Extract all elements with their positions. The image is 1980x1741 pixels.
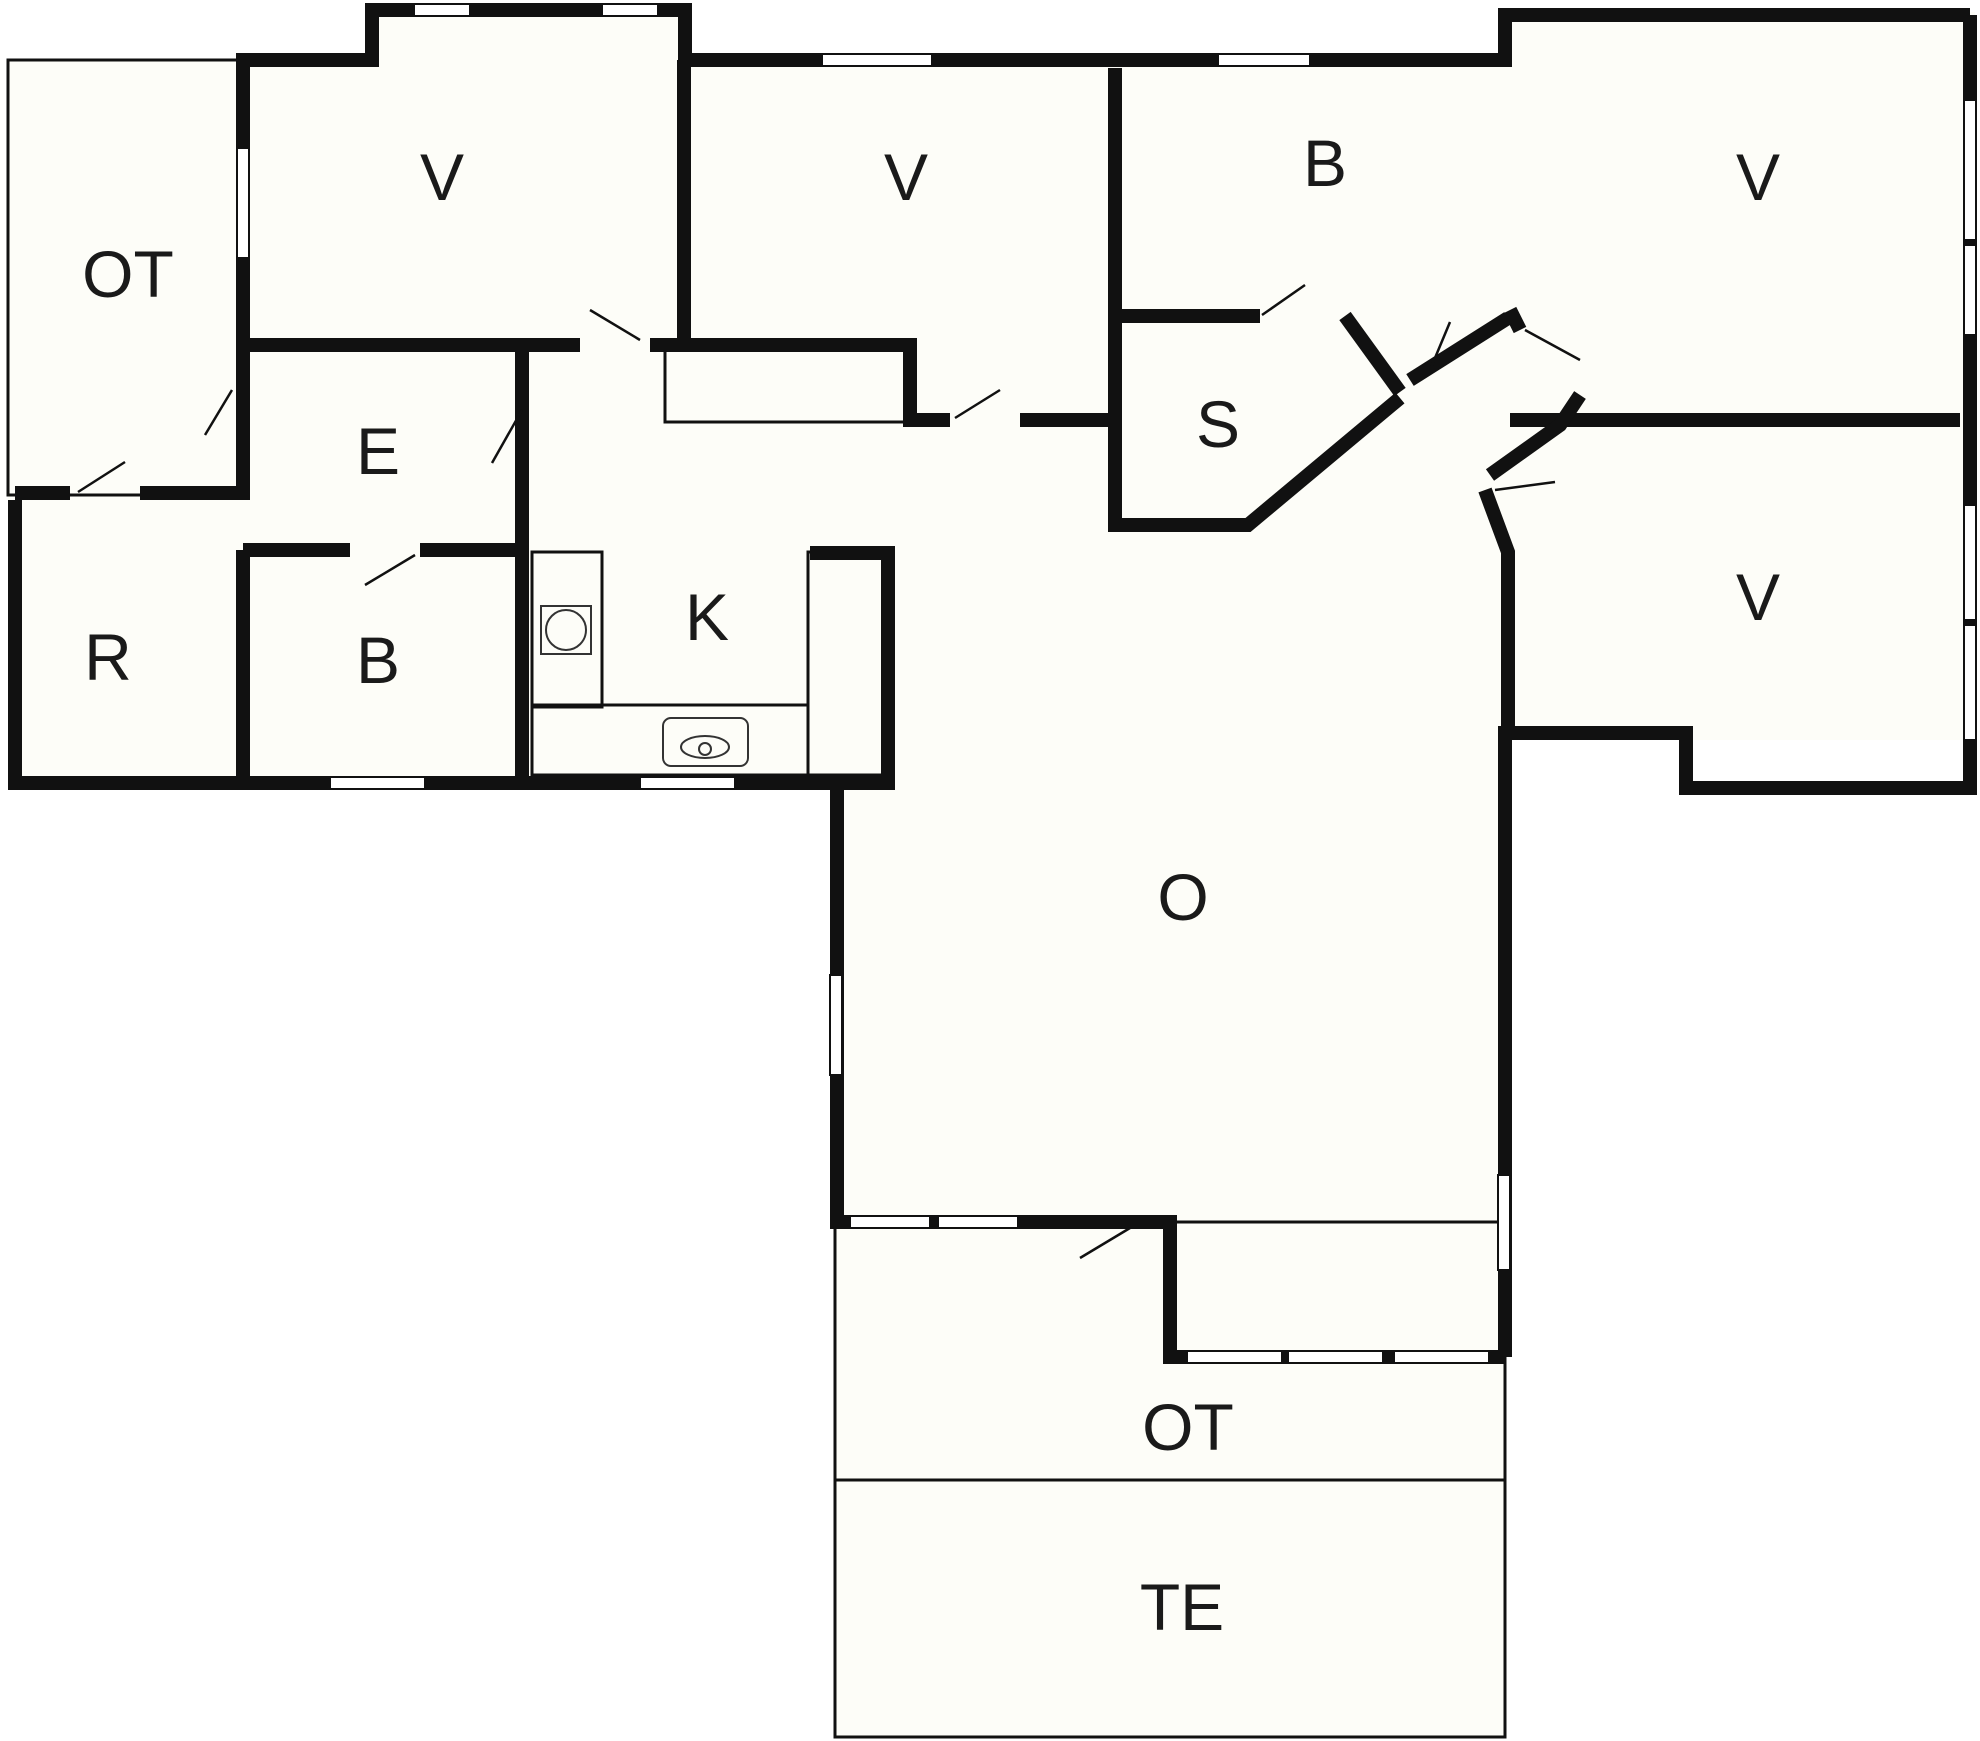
exterior-area — [1512, 740, 1980, 1741]
room-label-s: S — [1196, 387, 1240, 461]
room-label-b-top: B — [1303, 126, 1347, 200]
exterior-area — [0, 790, 830, 1741]
room-label-r: R — [84, 620, 132, 694]
room-label-ot-left: OT — [82, 237, 174, 311]
room-label-e: E — [356, 414, 400, 488]
kitchen-fixtures — [540, 605, 749, 767]
room-label-v-4: V — [1736, 560, 1780, 634]
room-label-te: TE — [1140, 1570, 1224, 1644]
room-label-k: K — [685, 580, 729, 654]
windows — [236, 3, 1977, 1364]
room-label-ot-bottom: OT — [1142, 1390, 1234, 1464]
room-label-o: O — [1157, 860, 1208, 934]
room-label-v-1: V — [420, 140, 464, 214]
room-label-v-3: V — [1736, 140, 1780, 214]
room-label-v-2: V — [884, 140, 928, 214]
room-labels: OT V V B V S E K R B V O OT TE — [82, 126, 1780, 1644]
thin-lines — [6, 58, 1507, 1739]
room-label-b-bottom: B — [356, 623, 400, 697]
doors — [77, 283, 1581, 1260]
